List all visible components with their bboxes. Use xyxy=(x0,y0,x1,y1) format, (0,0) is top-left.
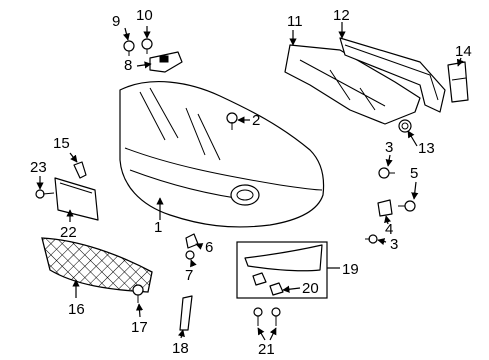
bracket-18 xyxy=(179,295,193,331)
bolt-17 xyxy=(132,284,144,303)
callout-6: 6 xyxy=(205,239,213,256)
callout-12: 12 xyxy=(333,7,350,24)
leader-lines xyxy=(36,22,464,341)
screw-23 xyxy=(35,189,55,199)
nut-13 xyxy=(398,119,412,133)
callout-labels: 9 10 8 11 12 14 2 13 3 5 4 3 1 6 7 15 23… xyxy=(30,7,472,358)
nut-4 xyxy=(377,199,393,217)
callout-10: 10 xyxy=(136,7,153,24)
callout-21: 21 xyxy=(258,341,275,358)
callout-9: 9 xyxy=(112,13,120,30)
bracket-14 xyxy=(447,61,469,103)
callout-14: 14 xyxy=(455,43,472,60)
clip-6 xyxy=(185,233,199,249)
bolt-5 xyxy=(398,200,416,212)
callout-13: 13 xyxy=(418,140,435,157)
callout-11: 11 xyxy=(287,13,303,30)
bolt-7 xyxy=(185,250,195,260)
callout-15: 15 xyxy=(53,135,70,152)
callout-8: 8 xyxy=(124,57,132,74)
callout-20: 20 xyxy=(302,280,319,297)
bracket-8 xyxy=(149,51,183,73)
callout-3-lower: 3 xyxy=(390,236,398,253)
callout-23: 23 xyxy=(30,159,47,176)
energy-absorber xyxy=(284,44,421,125)
callout-7: 7 xyxy=(185,267,193,284)
callout-22: 22 xyxy=(60,224,77,241)
screw-9 xyxy=(123,40,135,56)
callout-17: 17 xyxy=(131,319,148,336)
screw-3-upper xyxy=(378,167,395,179)
callout-3-upper: 3 xyxy=(385,139,393,156)
callout-4: 4 xyxy=(385,221,393,238)
screw-3-lower xyxy=(365,234,378,244)
callout-1: 1 xyxy=(154,219,162,236)
bumper-clip xyxy=(226,112,238,130)
license-bracket xyxy=(54,177,99,221)
bumper-cover xyxy=(119,81,325,228)
callout-19: 19 xyxy=(342,261,359,278)
callout-16: 16 xyxy=(68,301,85,318)
pin-15 xyxy=(73,161,87,179)
impact-bar xyxy=(339,37,446,113)
callout-18: 18 xyxy=(172,340,189,357)
callout-2: 2 xyxy=(252,112,260,129)
bolts-21 xyxy=(253,307,281,326)
clip-10 xyxy=(141,38,153,54)
bezel-kit-box xyxy=(236,241,328,299)
lower-grille xyxy=(41,237,153,293)
callout-5: 5 xyxy=(410,165,418,182)
